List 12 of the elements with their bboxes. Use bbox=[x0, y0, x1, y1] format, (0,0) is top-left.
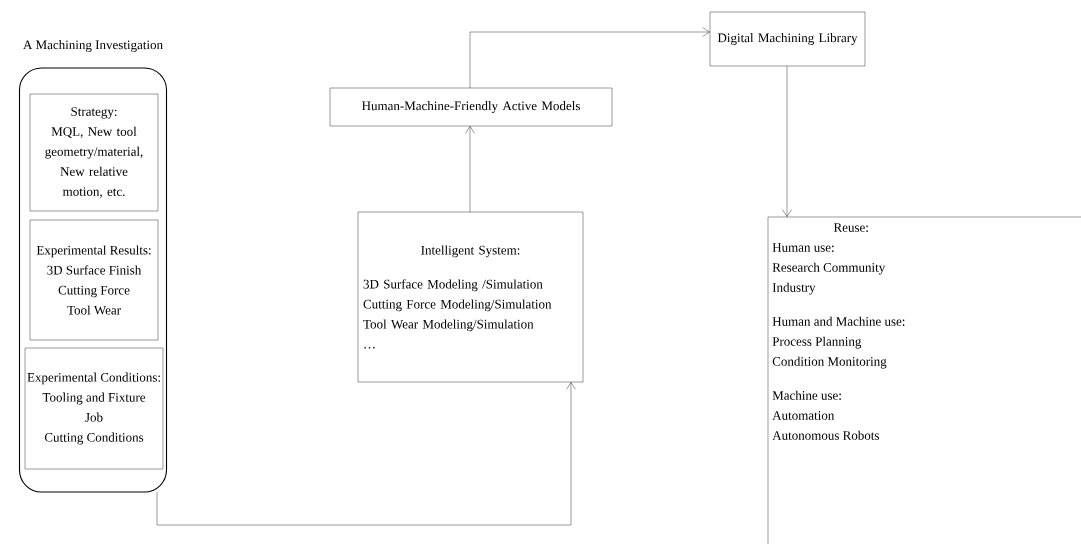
arrow bbox=[156, 382, 576, 526]
process-box: Experimental Results: 3D Surface Finish Cutting Force Tool Wear bbox=[29, 219, 159, 341]
arrow bbox=[469, 27, 710, 89]
process-box: Strategy: MQL, New tool geometry/material, New relative motion, etc. bbox=[29, 93, 159, 212]
arrow bbox=[782, 65, 792, 217]
process-box: Digital Machining Library bbox=[709, 11, 866, 67]
group-heading: A Machining Investigation bbox=[23, 40, 163, 52]
process-box: Intelligent System: 3D Surface Modeling /Simulation Cutting Force Modeling/Simulation Tool Wear Modeling/Simulation … bbox=[357, 211, 584, 383]
process-box: Experimental Conditions: Tooling and Fixture Job Cutting Conditions bbox=[24, 347, 164, 470]
process-box: Human-Machine-Friendly Active Models bbox=[329, 87, 613, 127]
arrow bbox=[465, 126, 475, 213]
reuse-box: Reuse: Human use: Research Community Industry Human and Machine use: Process Planning Condition Monitoring Machine use: Automation Autonomous Robots bbox=[767, 216, 1081, 544]
